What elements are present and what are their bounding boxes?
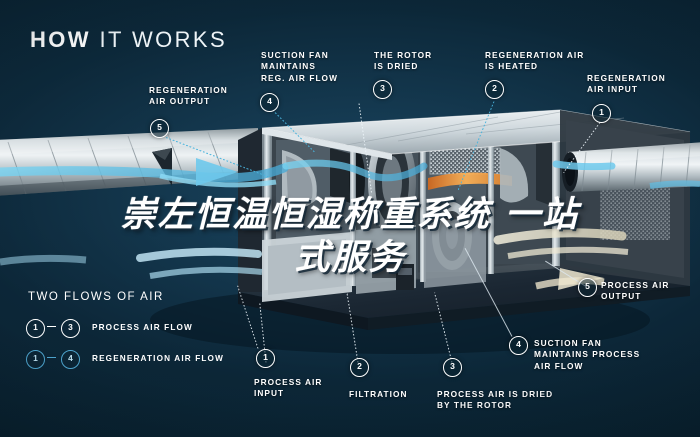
- callout-label-suction-fan-process: SUCTION FAN MAINTAINS PROCESS AIR FLOW: [534, 338, 641, 371]
- callout-number-2-bottom[interactable]: 2: [350, 358, 369, 377]
- callout-number-4-right[interactable]: 4: [509, 336, 528, 355]
- callout-label-regeneration-air-input: REGENERATION AIR INPUT: [587, 73, 666, 95]
- callout-label-filtration: FILTRATION: [349, 389, 408, 399]
- callout-number-4-top[interactable]: 4: [260, 93, 279, 112]
- legend-label-process-air-flow: PROCESS AIR FLOW: [92, 323, 193, 332]
- callout-number-3-top[interactable]: 3: [373, 80, 392, 99]
- callout-label-rotor-is-dried: THE ROTOR IS DRIED: [374, 50, 433, 72]
- legend-number-from-1: 1: [26, 319, 45, 338]
- callout-number-2-top[interactable]: 2: [485, 80, 504, 99]
- legend-number-to-4-blue: 4: [61, 350, 80, 369]
- callout-label-suction-fan-reg: SUCTION FAN MAINTAINS REG. AIR FLOW: [261, 50, 338, 83]
- callout-label-process-air-input: PROCESS AIR INPUT: [254, 377, 323, 399]
- callout-number-5-top[interactable]: 5: [150, 119, 169, 138]
- callout-number-3-bottom[interactable]: 3: [443, 358, 462, 377]
- callout-number-1-bottom[interactable]: 1: [256, 349, 275, 368]
- legend-label-regeneration-air-flow: REGENERATION AIR FLOW: [92, 354, 224, 363]
- legend-title: TWO FLOWS OF AIR: [28, 291, 164, 303]
- page-title: HOW IT WORKS: [30, 27, 227, 53]
- title-light: IT WORKS: [99, 27, 228, 52]
- callout-number-5-right[interactable]: 5: [578, 278, 597, 297]
- legend-dash-1: [47, 326, 56, 328]
- callout-label-process-air-dried-rotor: PROCESS AIR IS DRIED BY THE ROTOR: [437, 389, 554, 411]
- legend-dash-2: [47, 357, 56, 359]
- legend-number-from-1-blue: 1: [26, 350, 45, 369]
- legend-number-to-3: 3: [61, 319, 80, 338]
- callout-label-regeneration-air-output: REGENERATION AIR OUTPUT: [149, 85, 228, 107]
- callout-label-regeneration-air-heated: REGENERATION AIR IS HEATED: [485, 50, 585, 72]
- callout-number-1-top[interactable]: 1: [592, 104, 611, 123]
- watermark-line-2: 式服务: [294, 238, 406, 278]
- title-bold: HOW: [30, 27, 91, 52]
- callout-label-process-air-output: PROCESS AIR OUTPUT: [601, 280, 670, 302]
